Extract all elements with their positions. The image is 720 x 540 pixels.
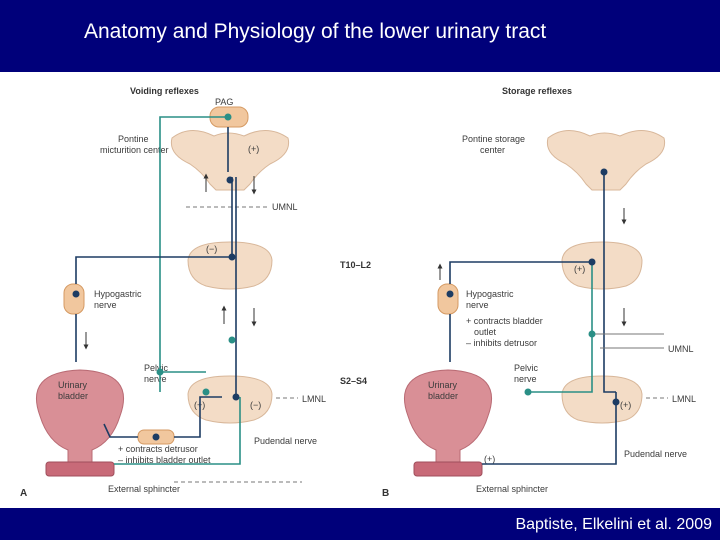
- effect-line-2: – inhibits bladder outlet: [118, 455, 211, 465]
- t10-sign-b: (+): [574, 264, 585, 274]
- pelvic-efferent: [174, 396, 222, 438]
- ascending-afferent: [159, 116, 228, 373]
- neuron-node: [600, 168, 608, 176]
- s2s4-sign-b: (+): [620, 400, 631, 410]
- external-sphincter: [45, 461, 115, 477]
- spinal-cord-s2-s4: [187, 375, 273, 424]
- hypogastric-ganglion-b: [437, 283, 459, 315]
- slide-title: Anatomy and Physiology of the lower urin…: [84, 20, 547, 43]
- hypogastric-ganglion: [63, 283, 85, 315]
- neuron-node: [224, 113, 232, 121]
- sphincter-b-sign: (+): [484, 454, 495, 464]
- hypogastric-b-label-1: Hypogastric: [466, 289, 514, 299]
- pontine-storage-label-1: Pontine storage: [462, 134, 525, 144]
- neuron-node: [156, 368, 164, 376]
- panel-b-letter: B: [382, 488, 389, 499]
- neuron-node: [612, 398, 620, 406]
- storage-afferent-2: [528, 334, 593, 393]
- neuron-node: [152, 433, 160, 441]
- citation: Baptiste, Elkelini et al. 2009: [515, 516, 712, 533]
- spinal-cord-s2-s4-b: [561, 375, 643, 424]
- hypo-effect-2: outlet: [474, 327, 497, 337]
- pelvic-label-2: nerve: [144, 374, 167, 384]
- neuron-node: [72, 290, 80, 298]
- hypogastric-storage-efferent: [449, 261, 592, 284]
- neuron-node: [202, 388, 210, 396]
- pontine-label-2: micturition center: [100, 145, 169, 155]
- voiding-pathways: [75, 116, 241, 465]
- bladder-b-label-2: bladder: [428, 391, 458, 401]
- s2s4-sign-neg: (−): [250, 400, 261, 410]
- pontine-sign: (+): [248, 144, 259, 154]
- bladder-b-label-1: Urinary: [428, 380, 458, 390]
- neuron-node: [232, 393, 240, 401]
- effect-line-1: + contracts detrusor: [118, 444, 198, 454]
- hypogastric-label-2: nerve: [94, 300, 117, 310]
- sphincter-b-label: External sphincter: [476, 484, 548, 494]
- urinary-bladder-b: [403, 369, 493, 473]
- panel-a-letter: A: [20, 488, 27, 499]
- storage-pathways: [449, 172, 617, 465]
- pontine-storage-brainstem: [546, 130, 666, 191]
- hypo-effect-3: – inhibits detrusor: [466, 338, 537, 348]
- level-t10-l2: T10–L2: [340, 260, 371, 270]
- urinary-bladder: [35, 369, 125, 473]
- footer-bar: Baptiste, Elkelini et al. 2009: [0, 508, 720, 540]
- pudendal-b-label: Pudendal nerve: [624, 449, 687, 459]
- hypogastric-b-label-2: nerve: [466, 300, 489, 310]
- neuron-node: [446, 290, 454, 298]
- pudendal-label: Pudendal nerve: [254, 436, 317, 446]
- descending-efferent-t10: [75, 177, 233, 284]
- hypo-effect-1: + contracts bladder: [466, 316, 543, 326]
- pag-label: PAG: [215, 97, 233, 107]
- bladder-label-1: Urinary: [58, 380, 88, 390]
- bladder-label-2: bladder: [58, 391, 88, 401]
- spinal-cord-t10-l2-b: [561, 241, 643, 290]
- title-bar: Anatomy and Physiology of the lower urin…: [0, 0, 720, 72]
- pelvic-label-1: Pelvic: [144, 363, 169, 373]
- pudendal-efferent: [114, 397, 241, 465]
- neuron-node: [228, 253, 236, 261]
- detrusor-efferent: [103, 423, 138, 438]
- umnl-label: UMNL: [272, 202, 298, 212]
- panel-a-heading: Voiding reflexes: [130, 86, 199, 96]
- pelvic-b-label-2: nerve: [514, 374, 537, 384]
- hypogastric-label-1: Hypogastric: [94, 289, 142, 299]
- lmnl-label: LMNL: [302, 394, 326, 404]
- neuron-node: [524, 388, 532, 396]
- pontine-storage-label-2: center: [480, 145, 505, 155]
- panel-b-heading: Storage reflexes: [502, 86, 572, 96]
- t10-sign: (−): [206, 244, 217, 254]
- external-sphincter-b: [413, 461, 483, 477]
- pontine-label-1: Pontine: [118, 134, 149, 144]
- pudendal-storage-efferent: [482, 392, 617, 465]
- panel-storage: Storage reflexes Pontine storage center …: [382, 86, 696, 499]
- pelvic-b-label-1: Pelvic: [514, 363, 539, 373]
- sphincter-label: External sphincter: [108, 484, 180, 494]
- pontine-brainstem: [170, 130, 290, 191]
- neuron-node: [228, 336, 236, 344]
- pontine-storage-efferent: [603, 172, 616, 393]
- level-s2-s4: S2–S4: [340, 376, 367, 386]
- neuron-node: [226, 176, 234, 184]
- neuron-node: [588, 258, 596, 266]
- panel-voiding: Voiding reflexes PAG Pontine micturition…: [20, 86, 326, 499]
- lmnl-label-b: LMNL: [672, 394, 696, 404]
- reflex-diagram: Voiding reflexes PAG Pontine micturition…: [20, 86, 696, 499]
- neuron-node: [588, 330, 596, 338]
- umnl-label-b: UMNL: [668, 344, 694, 354]
- spinal-cord-t10-l2: [187, 241, 273, 290]
